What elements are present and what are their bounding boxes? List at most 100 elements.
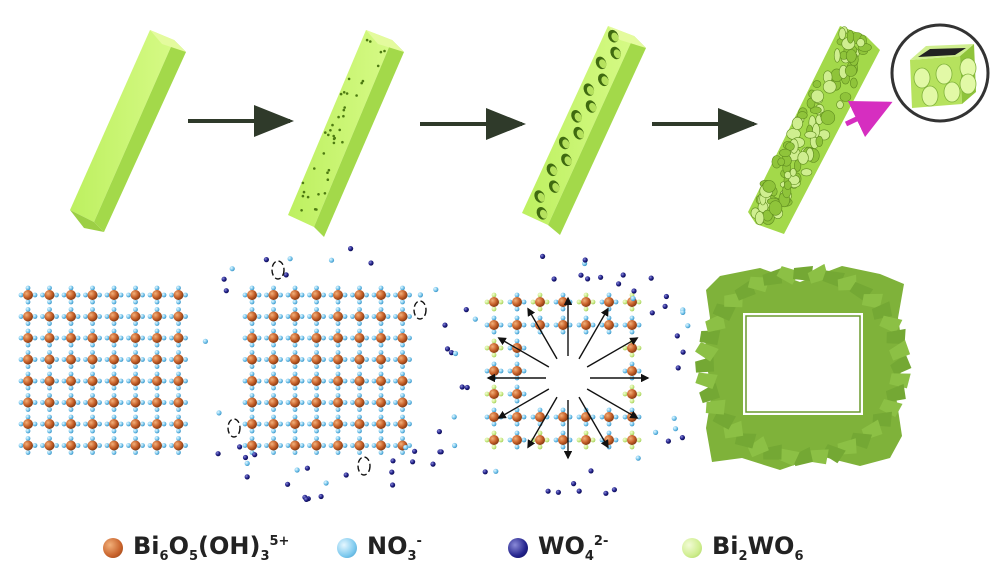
no3-ion (90, 436, 95, 441)
flake (797, 151, 809, 165)
bi6o5oh3-ion (627, 343, 637, 353)
bi6o5oh3-ion (44, 440, 55, 451)
no3-ion (83, 421, 88, 427)
bi6o5oh3-ion (290, 419, 300, 429)
no3-ion (54, 335, 59, 341)
pore-dot (347, 77, 351, 81)
no3-ion (140, 378, 145, 384)
no3-ion (521, 391, 527, 397)
ion (223, 288, 229, 294)
no3-ion (357, 436, 362, 441)
pore-dot (360, 81, 364, 85)
no3-ion (169, 443, 174, 448)
bi2wo6-particle (636, 437, 642, 443)
bi6o5oh3-ion (109, 333, 119, 343)
no3-ion (357, 285, 362, 291)
no3-ion (530, 414, 536, 420)
no3-ion (161, 314, 167, 319)
no3-ion (25, 285, 31, 291)
no3-ion (393, 443, 398, 448)
no3-ion (285, 421, 291, 427)
no3-ion (350, 421, 355, 427)
no3-ion (357, 450, 362, 455)
no3-ion (271, 371, 276, 377)
no3-ion (183, 400, 188, 405)
no3-ion (140, 443, 145, 448)
bi2wo6-particle (629, 384, 635, 390)
no3-ion (25, 342, 31, 348)
no3-ion (484, 368, 490, 374)
bi2wo6-particle (537, 444, 543, 450)
ion (390, 458, 396, 464)
no3-ion (256, 378, 262, 384)
flake (839, 92, 852, 102)
ion (433, 286, 439, 293)
ion (630, 295, 636, 302)
rod-1-end-face (70, 210, 104, 232)
no3-ion (350, 378, 355, 384)
pore-dot (315, 208, 318, 211)
no3-ion (176, 407, 181, 412)
no3-ion (350, 443, 355, 448)
shell-flake (762, 268, 783, 286)
no3-ion (314, 299, 319, 305)
no3-ion (278, 314, 283, 319)
no3-ion (68, 285, 74, 291)
shell-flake (890, 354, 912, 376)
no3-ion (133, 342, 138, 348)
no3-ion (321, 314, 326, 319)
bi2wo6-particle (576, 299, 582, 305)
no3-ion (371, 314, 377, 319)
no3-ion (264, 314, 269, 319)
no3-ion (599, 414, 605, 420)
no3-ion (407, 335, 412, 341)
ion (680, 349, 686, 355)
no3-ion (264, 292, 269, 298)
no3-ion (350, 400, 355, 405)
no3-ion (104, 357, 110, 362)
no3-ion (126, 357, 131, 362)
no3-ion (242, 400, 248, 405)
no3-ion (553, 437, 559, 443)
bi2wo6-particle (491, 384, 497, 390)
bi6o5oh3-ion (109, 354, 119, 365)
bi6o5oh3-ion (581, 412, 591, 422)
no3-ion (54, 357, 59, 362)
no3-ion (256, 314, 262, 319)
no3-ion (25, 364, 31, 369)
bi6o5oh3-ion (489, 389, 499, 399)
no3-ion (54, 378, 59, 384)
bi6o5oh3-ion (130, 397, 141, 408)
no3-ion (299, 292, 305, 298)
no3-ion (25, 307, 31, 312)
no3-ion (378, 307, 384, 312)
no3-ion (256, 421, 262, 427)
bi6o5oh3-ion (627, 320, 637, 330)
bi6o5oh3-ion (152, 419, 162, 429)
no3-ion (90, 371, 95, 377)
no3-ion (133, 299, 138, 305)
no3-ion (393, 335, 398, 341)
no3-ion (364, 421, 369, 427)
shell-flake (879, 315, 903, 334)
no3-ion (169, 357, 174, 362)
pore-dot (379, 50, 383, 54)
ion (649, 310, 655, 316)
no3-ion (40, 357, 45, 362)
no3-ion (75, 314, 81, 319)
ion (283, 272, 289, 278)
no3-ion (40, 378, 45, 384)
no3-ion (321, 443, 326, 448)
no3-ion (314, 321, 319, 326)
no3-ion (25, 436, 31, 441)
bi2wo6-particle (484, 299, 490, 305)
no3-ion (629, 329, 635, 335)
no3-ion (47, 393, 52, 398)
no3-ion (357, 393, 362, 398)
no3-ion (371, 421, 377, 427)
no3-ion (378, 393, 384, 398)
no3-ion (83, 443, 88, 448)
no3-ion (364, 443, 369, 448)
bi2wo6-ion-icon (682, 538, 702, 558)
no3-ion (176, 328, 181, 334)
